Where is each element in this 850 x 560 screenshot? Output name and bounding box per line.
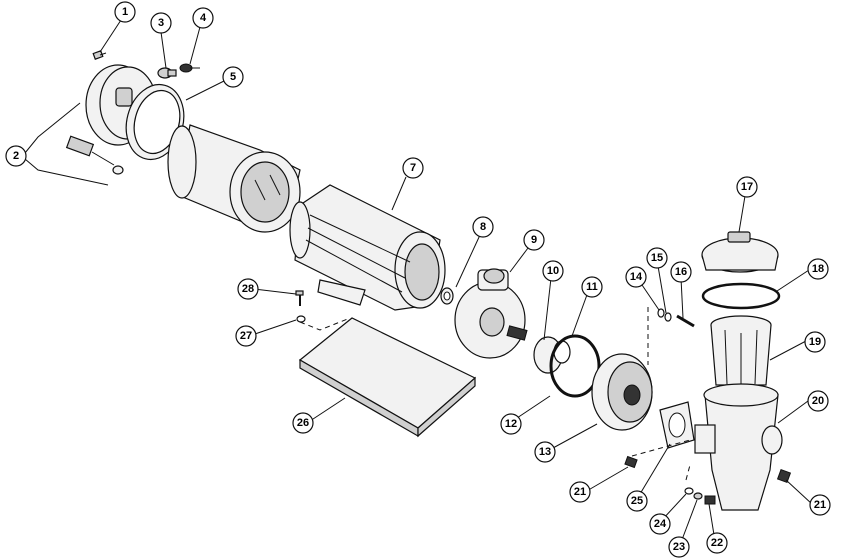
part-lid-17 <box>701 231 779 273</box>
svg-text:24: 24 <box>654 518 667 530</box>
svg-text:7: 7 <box>410 162 416 174</box>
callout-5: 5 <box>222 66 244 88</box>
svg-text:12: 12 <box>505 418 517 430</box>
svg-text:2: 2 <box>13 150 19 162</box>
svg-text:1: 1 <box>122 6 128 18</box>
callout-7: 7 <box>402 157 424 179</box>
callout-17: 17 <box>736 176 758 198</box>
svg-text:18: 18 <box>812 263 824 275</box>
svg-text:21: 21 <box>574 486 586 498</box>
part-adapter-9 <box>454 268 526 359</box>
part-plug-3 <box>157 67 177 79</box>
part-gasket-25 <box>659 401 695 449</box>
svg-text:28: 28 <box>242 283 254 295</box>
part-band-5 <box>125 83 185 161</box>
part-plug-4 <box>179 63 200 73</box>
part-screw-1 <box>92 50 107 60</box>
svg-text:16: 16 <box>675 266 687 278</box>
callout-28: 28 <box>237 278 259 300</box>
callout-8: 8 <box>472 216 494 238</box>
part-drain-plug-21a <box>624 455 638 469</box>
part-washer-14 <box>657 308 665 318</box>
svg-text:3: 3 <box>158 17 164 29</box>
callout-9: 9 <box>523 229 545 251</box>
svg-text:23: 23 <box>673 541 685 553</box>
callout-20: 20 <box>807 390 829 412</box>
part-oring-11 <box>553 340 571 364</box>
callout-10: 10 <box>542 260 564 282</box>
svg-text:4: 4 <box>200 12 207 24</box>
callout-14: 14 <box>625 266 647 288</box>
callout-23: 23 <box>668 536 690 558</box>
svg-text:11: 11 <box>586 281 598 293</box>
part-drain-plug-21b <box>776 468 792 484</box>
svg-text:8: 8 <box>480 221 486 233</box>
svg-text:14: 14 <box>630 271 643 283</box>
part-base-26 <box>298 317 477 438</box>
callout-11: 11 <box>581 276 603 298</box>
svg-text:15: 15 <box>651 252 663 264</box>
assembly-lines <box>299 307 691 481</box>
callout-26: 26 <box>292 412 314 434</box>
svg-text:5: 5 <box>230 71 236 83</box>
part-oring-18 <box>701 282 781 310</box>
part-bolt-28 <box>295 290 304 306</box>
part-housing-20 <box>694 383 783 511</box>
svg-text:20: 20 <box>812 395 824 407</box>
svg-text:22: 22 <box>711 537 723 549</box>
leader-lines <box>24 19 813 546</box>
svg-text:13: 13 <box>539 446 551 458</box>
part-seal-8 <box>440 287 454 305</box>
part-cord-connector-2 <box>65 135 124 175</box>
callout-22: 22 <box>706 532 728 554</box>
svg-text:27: 27 <box>240 330 252 342</box>
svg-text:25: 25 <box>631 495 643 507</box>
callout-21b: 21 <box>809 494 831 516</box>
svg-text:10: 10 <box>547 265 559 277</box>
callout-19: 19 <box>804 331 826 353</box>
part-basket-19 <box>710 315 772 386</box>
callout-24: 24 <box>649 513 671 535</box>
part-oring-12 <box>549 334 601 398</box>
callout-27: 27 <box>235 325 257 347</box>
svg-text:21: 21 <box>814 499 826 511</box>
callout-18: 18 <box>807 258 829 280</box>
part-diffuser-13 <box>591 353 653 431</box>
callout-3: 3 <box>150 12 172 34</box>
part-oring-15 <box>664 312 672 322</box>
callout-16: 16 <box>670 261 692 283</box>
part-bolt-16 <box>676 314 695 328</box>
callout-15: 15 <box>646 247 668 269</box>
part-motor-7 <box>289 184 446 311</box>
part-motor-stator <box>167 124 301 233</box>
part-washer-24 <box>684 487 694 495</box>
callout-13: 13 <box>534 441 556 463</box>
svg-text:26: 26 <box>297 417 309 429</box>
svg-text:19: 19 <box>809 336 821 348</box>
part-washer-27 <box>296 315 306 323</box>
svg-text:9: 9 <box>531 234 537 246</box>
callout-25: 25 <box>626 490 648 512</box>
callout-2: 2 <box>5 145 27 167</box>
callout-1: 1 <box>114 1 136 23</box>
callout-4: 4 <box>192 7 214 29</box>
callout-12: 12 <box>500 413 522 435</box>
part-washer-23 <box>693 492 703 500</box>
svg-text:17: 17 <box>741 181 753 193</box>
part-bolt-22 <box>704 495 716 505</box>
callout-21a: 21 <box>569 481 591 503</box>
